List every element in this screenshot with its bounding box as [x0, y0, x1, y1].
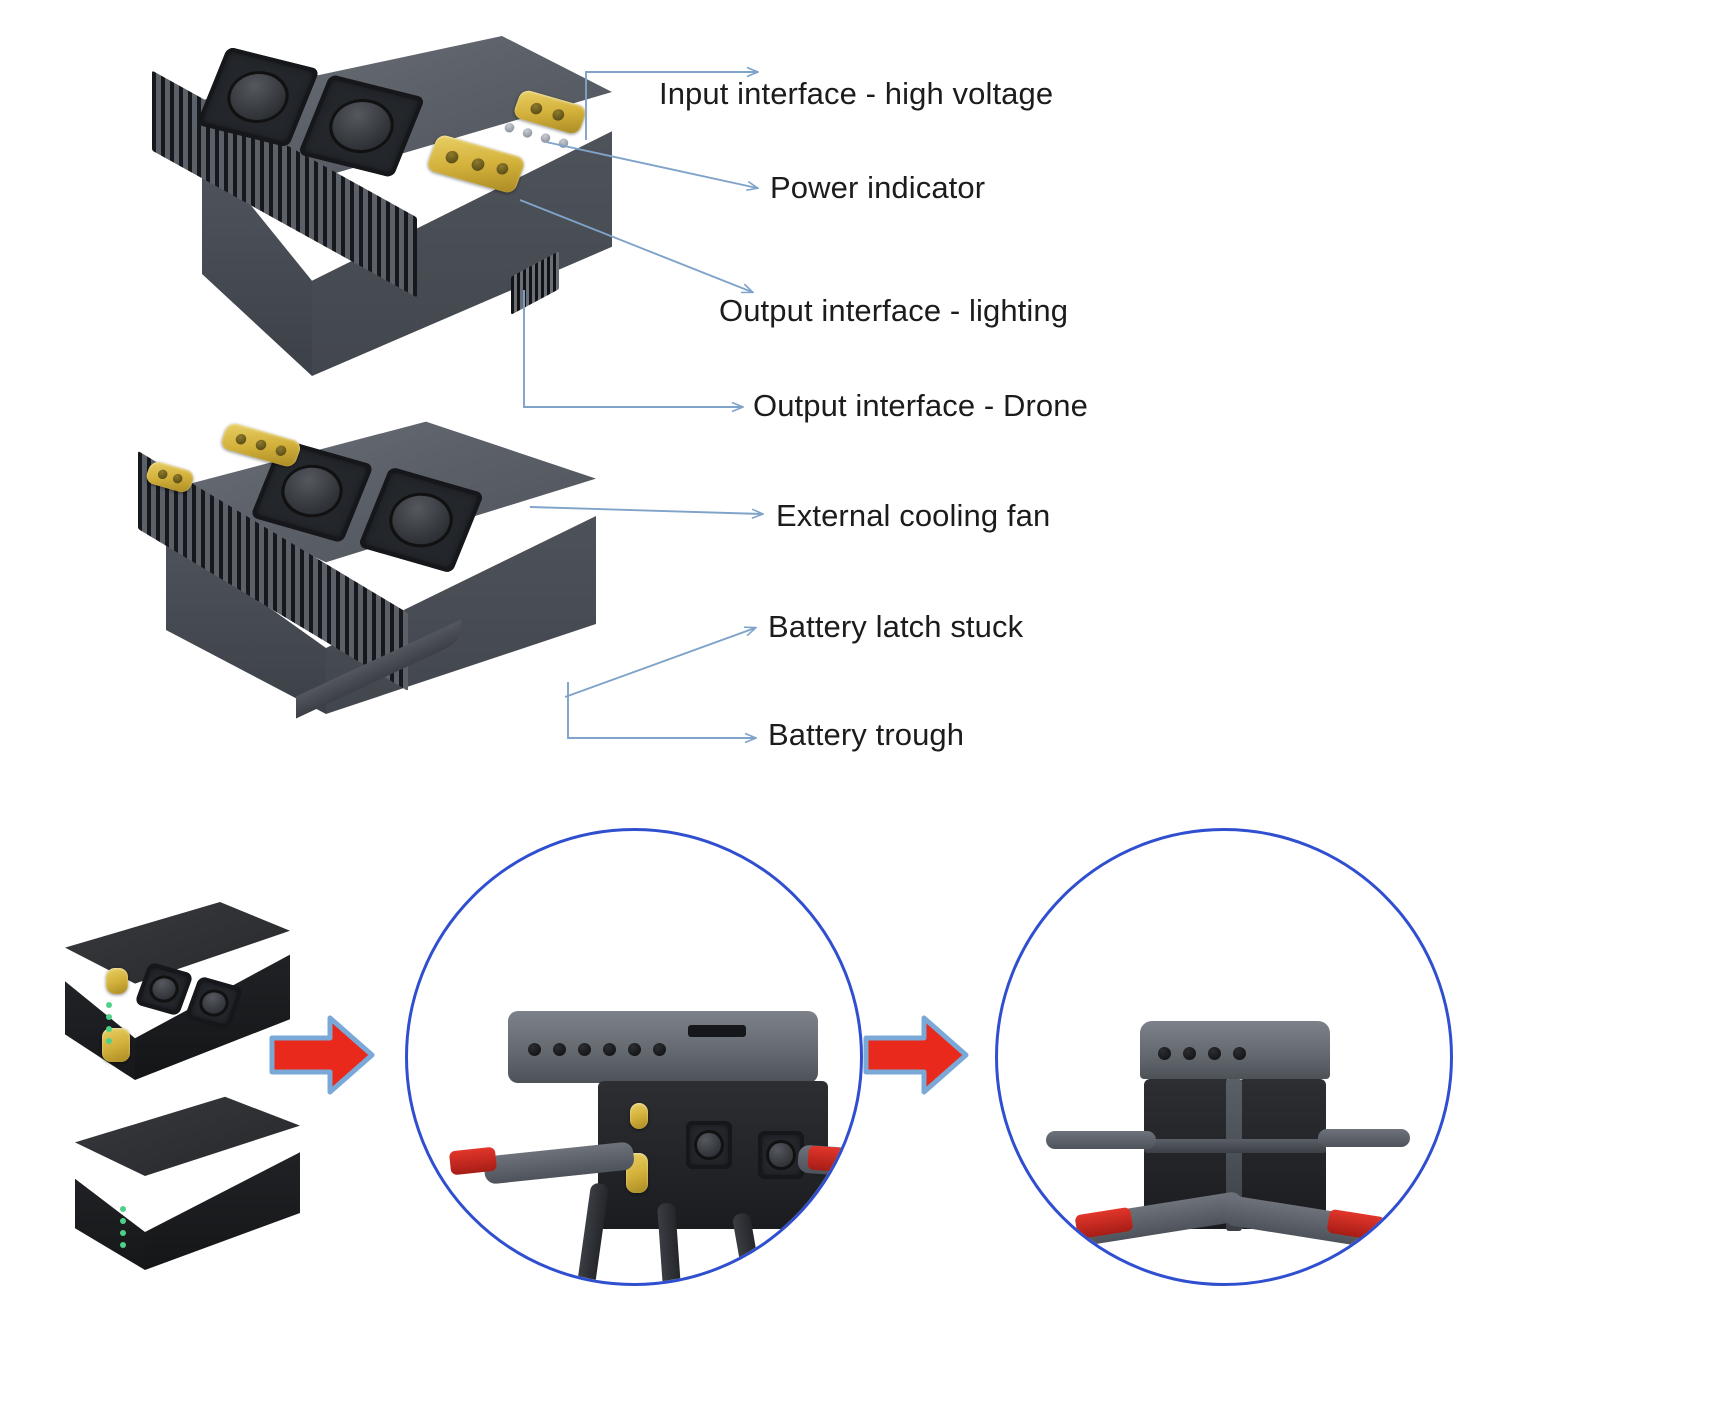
landing-leg	[576, 1182, 610, 1283]
module-cooling-fan	[758, 1131, 804, 1179]
callout-label-input-interface-high-voltage: Input interface - high voltage	[659, 76, 1054, 111]
drone-body-screws	[528, 1043, 666, 1056]
drone-arm-left	[1046, 1131, 1156, 1149]
battery-module-connector-view	[112, 36, 612, 376]
pack-long-face	[145, 1152, 300, 1270]
callout-label-battery-latch-stuck: Battery latch stuck	[768, 609, 1024, 644]
drone-arm-right	[1318, 1129, 1410, 1147]
battery-pack-fan-side	[40, 890, 290, 1080]
callout-label-output-interface-drone: Output interface - Drone	[753, 388, 1088, 423]
charge-level-leds	[106, 1002, 112, 1044]
charge-level-leds	[120, 1206, 126, 1248]
module-cooling-fan	[686, 1121, 732, 1169]
arm-marker-red	[448, 1146, 498, 1176]
drone-body-slot	[688, 1025, 746, 1037]
connector-upper	[106, 968, 128, 994]
output-connector-drone	[425, 133, 527, 195]
callout-label-external-cooling-fan: External cooling fan	[776, 498, 1051, 533]
step-batteries	[40, 890, 300, 1310]
arm-marker-red	[807, 1145, 853, 1173]
callout-label-output-interface-lighting: Output interface - lighting	[719, 293, 1069, 328]
sequence-arrow-2	[863, 1015, 969, 1095]
module-connector-upper	[630, 1103, 648, 1129]
landing-leg	[1380, 1223, 1424, 1281]
sequence-arrow-1	[269, 1015, 375, 1095]
drone-with-module	[408, 831, 860, 1283]
landing-leg	[1038, 1223, 1082, 1281]
cross-strap	[1144, 1139, 1326, 1153]
callout-label-power-indicator: Power indicator	[770, 170, 986, 205]
battery-module-fan-view	[96, 414, 596, 719]
battery-pack-plain-side	[50, 1080, 300, 1270]
drone-body-screws	[1158, 1047, 1246, 1060]
step-installed	[995, 828, 1453, 1286]
step-mount-module	[405, 828, 863, 1286]
callout-label-battery-trough: Battery trough	[768, 717, 965, 752]
output-connector-drone	[219, 421, 303, 469]
drone-installed	[998, 831, 1450, 1283]
connector-lower	[102, 1028, 130, 1062]
